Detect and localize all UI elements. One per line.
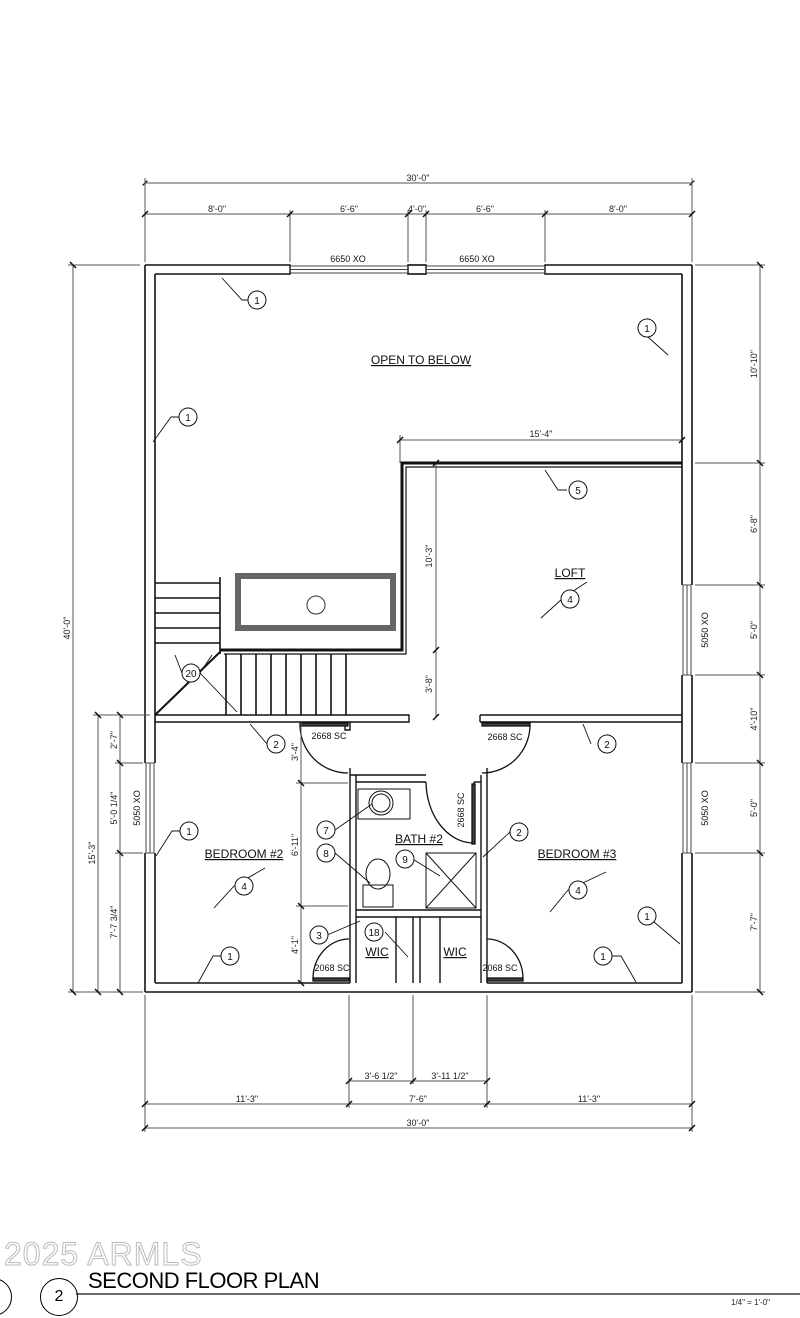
- dim-right-2: 6'-8": [749, 515, 759, 533]
- keynote-3: 3: [316, 931, 322, 942]
- room-loft: LOFT: [555, 566, 586, 580]
- keynote-9: 9: [402, 855, 408, 866]
- doors: [299, 722, 531, 982]
- room-bedroom-3: BEDROOM #3: [538, 847, 617, 861]
- exterior-walls: [144, 264, 693, 993]
- dim-loft-depth: 10'-3": [424, 545, 434, 568]
- dim-left-2: 5'-0 1/4": [109, 792, 119, 825]
- dim-left-1: 2'-7": [109, 731, 119, 749]
- watermark: 2025 ARMLS: [4, 1236, 203, 1273]
- room-bath-2: BATH #2: [395, 832, 443, 846]
- drawing-title: SECOND FLOOR PLAN: [88, 1268, 320, 1293]
- keynote-4: 4: [567, 595, 573, 606]
- dim-bath-2: 6'-11": [290, 834, 300, 856]
- door-wic-left-label: 2068 SC: [314, 963, 350, 973]
- keynote-18: 18: [368, 928, 380, 939]
- keynote-2: 2: [516, 828, 522, 839]
- dim-bottom-sub-1: 3'-6 1/2": [365, 1071, 398, 1081]
- loft-rail-wall: [220, 461, 682, 655]
- window-right-loft-label: 5050 XO: [700, 612, 710, 648]
- dim-top-seg-1: 8'-0": [208, 204, 226, 214]
- window-left-bed2-label: 5050 XO: [132, 790, 142, 826]
- stairs: [154, 577, 347, 716]
- dim-top-overall: 30'-0": [407, 173, 430, 183]
- dim-right-1: 10'-10": [749, 350, 759, 378]
- window-top-left-label: 6650 XO: [330, 254, 366, 264]
- room-bedroom-2: BEDROOM #2: [205, 847, 284, 861]
- view-number-bubble: 2: [40, 1278, 78, 1316]
- chandelier-fixture: [235, 573, 396, 631]
- door-bath-label: 2668 SC: [456, 792, 466, 828]
- dim-bottom-1: 11'-3": [236, 1094, 258, 1104]
- dim-bottom-2: 7'-6": [409, 1094, 427, 1104]
- keynote-1: 1: [600, 952, 606, 963]
- keynote-numbers: 1 1 1 5 4 2 2 1 4 4 1 1 1 2 7 8 9 3 18 2…: [185, 296, 650, 963]
- dim-bottom-sub-2: 3'-11 1/2": [431, 1071, 468, 1081]
- dim-bath-3: 4'-1": [290, 936, 300, 954]
- door-bed3-label: 2668 SC: [487, 732, 523, 742]
- keynote-4: 4: [241, 882, 247, 893]
- dim-top-seg-5: 8'-0": [609, 204, 627, 214]
- keynote-leaders: [152, 277, 681, 984]
- keynote-8: 8: [323, 849, 329, 860]
- bath-column-dims: [296, 722, 348, 987]
- drawing-scale: 1/4" = 1'-0": [731, 1298, 771, 1307]
- room-wic-right: WIC: [443, 945, 467, 959]
- keynote-2: 2: [273, 740, 279, 751]
- dim-left-overall: 40'-0": [62, 617, 72, 640]
- keynote-1: 1: [227, 952, 233, 963]
- windows: [145, 265, 692, 854]
- bath-fixtures: [357, 788, 477, 909]
- keynote-1: 1: [644, 324, 650, 335]
- left-dimensions: [68, 261, 150, 996]
- keynote-2: 2: [604, 740, 610, 751]
- dim-stair-depth: 3'-8": [424, 675, 434, 693]
- dim-top-seg-2: 6'-6": [340, 204, 358, 214]
- loft-width-dim: [396, 435, 686, 721]
- keynote-4: 4: [575, 886, 581, 897]
- interior-walls: [155, 714, 682, 983]
- dim-bottom-3: 11'-3": [578, 1094, 600, 1104]
- door-bed2-label: 2668 SC: [311, 731, 347, 741]
- dim-top-seg-4: 6'-6": [476, 204, 494, 214]
- dim-loft-width: 15'-4": [530, 429, 553, 439]
- dim-right-6: 7'-7": [749, 913, 759, 931]
- keynote-1: 1: [185, 413, 191, 424]
- bottom-dimensions: [141, 995, 696, 1132]
- keynote-tags: [178, 290, 657, 966]
- right-dimensions: [695, 261, 765, 996]
- dim-bath-1: 3'-4": [290, 743, 300, 761]
- keynote-1: 1: [644, 912, 650, 923]
- room-wic-left: WIC: [365, 945, 389, 959]
- dim-right-3: 5'-0": [749, 621, 759, 639]
- top-dimensions: [141, 178, 696, 262]
- keynote-7: 7: [323, 826, 329, 837]
- keynote-20: 20: [185, 669, 197, 680]
- dim-right-4: 4'-10": [749, 708, 759, 731]
- window-top-right-label: 6650 XO: [459, 254, 495, 264]
- door-wic-right-label: 2068 SC: [482, 963, 518, 973]
- dim-top-seg-3: 4'-0": [408, 204, 426, 214]
- dim-bottom-overall: 30'-0": [407, 1118, 430, 1128]
- window-right-bed3-label: 5050 XO: [700, 790, 710, 826]
- dim-right-5: 5'-0": [749, 799, 759, 817]
- keynote-5: 5: [575, 486, 581, 497]
- room-open-to-below: OPEN TO BELOW: [371, 353, 472, 367]
- dim-left-3: 7'-7 3/4": [109, 906, 119, 939]
- dim-left-lower-overall: 15'-3": [87, 842, 97, 865]
- keynote-1: 1: [186, 827, 192, 838]
- keynote-1: 1: [254, 296, 260, 307]
